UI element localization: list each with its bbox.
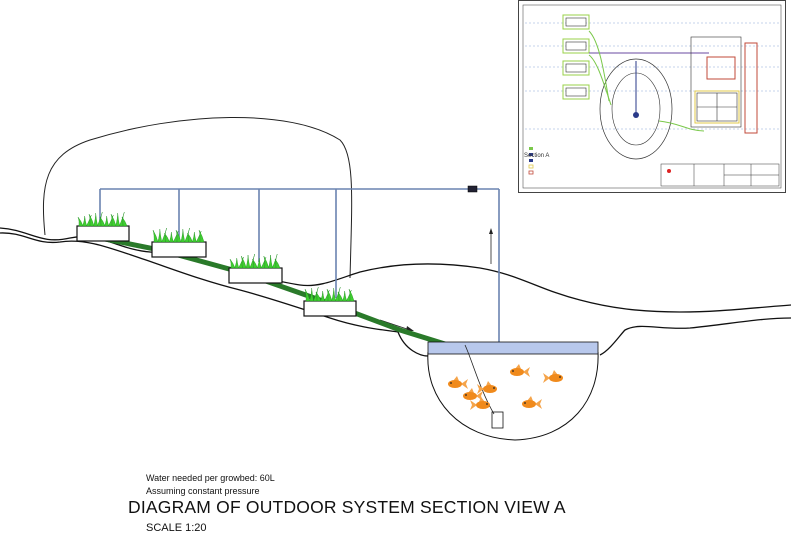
grass-blade xyxy=(229,258,236,269)
growbed-3 xyxy=(228,267,283,284)
grass-blade xyxy=(260,256,267,269)
grass-blade xyxy=(320,290,325,302)
grass-blade xyxy=(157,228,163,243)
fish xyxy=(510,364,530,377)
grass-blade xyxy=(249,253,255,269)
fish-group xyxy=(448,364,563,410)
fish xyxy=(470,397,490,410)
fish xyxy=(522,396,542,409)
grass-blade xyxy=(348,288,355,302)
grass-blade xyxy=(195,230,202,243)
grass-blade xyxy=(164,232,170,243)
greenhouse-outline xyxy=(42,116,353,279)
grass-blade xyxy=(326,288,333,302)
grass-blade xyxy=(342,290,347,302)
inset-section-label: Section A xyxy=(524,153,550,159)
grass-blade xyxy=(245,254,251,269)
grass-blade xyxy=(238,256,244,269)
fish xyxy=(448,376,468,389)
valve-icon xyxy=(467,185,478,193)
grass-blade xyxy=(175,229,182,243)
fish xyxy=(543,370,563,383)
fish xyxy=(477,381,497,394)
grass-blade xyxy=(161,227,167,243)
scale-label: SCALE 1:20 xyxy=(146,522,207,534)
fish-tank-water xyxy=(427,341,599,355)
grass-blade xyxy=(331,287,336,302)
grass-blade xyxy=(99,216,106,227)
grass-blade xyxy=(315,291,322,302)
fish xyxy=(463,388,483,401)
grass-blade xyxy=(88,213,95,227)
fish-tank-bowl xyxy=(427,351,599,441)
grass-blade xyxy=(152,229,159,243)
pump xyxy=(491,411,504,429)
grass-blade xyxy=(252,258,258,269)
grass-blade xyxy=(172,230,179,243)
grass-blade xyxy=(121,216,128,227)
grass-blade xyxy=(271,253,278,269)
grass-blade xyxy=(309,287,314,302)
grass-blade xyxy=(234,257,240,269)
grass-blade xyxy=(93,212,98,227)
grass-blade xyxy=(241,255,247,269)
grass-blade xyxy=(192,231,197,243)
pump-line xyxy=(464,344,495,415)
flow-arrow-down xyxy=(379,319,414,331)
grass-blade xyxy=(115,212,120,227)
grass-blade xyxy=(256,257,262,269)
ground-line-lower xyxy=(0,232,791,357)
grass-blade xyxy=(198,229,205,243)
grass-blade xyxy=(104,215,109,227)
inset-svg xyxy=(522,4,782,189)
grass-blade xyxy=(82,215,87,227)
grass-blade xyxy=(263,255,270,269)
grass-blade xyxy=(169,231,174,243)
growbed-1 xyxy=(76,225,130,242)
grass-blade xyxy=(268,254,273,269)
drain-pipe xyxy=(99,235,446,347)
grass-blade xyxy=(77,216,84,227)
growbed-4 xyxy=(303,300,357,317)
grass-blade xyxy=(304,288,311,302)
growbed-2 xyxy=(151,241,207,258)
plants xyxy=(77,211,355,302)
grass-blade xyxy=(184,227,190,243)
grass-blade xyxy=(110,213,117,227)
note-pressure: Assuming constant pressure xyxy=(146,486,260,496)
flow-arrow-up xyxy=(489,228,493,264)
note-water-needed: Water needed per growbed: 60L xyxy=(146,473,275,483)
grass-blade xyxy=(187,232,193,243)
grass-blade xyxy=(274,258,281,269)
inset-plan-drawing xyxy=(518,0,786,193)
diagram-title: DIAGRAM OF OUTDOOR SYSTEM SECTION VIEW A xyxy=(128,497,566,517)
grass-blade xyxy=(337,291,344,302)
grass-blade xyxy=(180,228,186,243)
ground-line xyxy=(0,227,791,313)
